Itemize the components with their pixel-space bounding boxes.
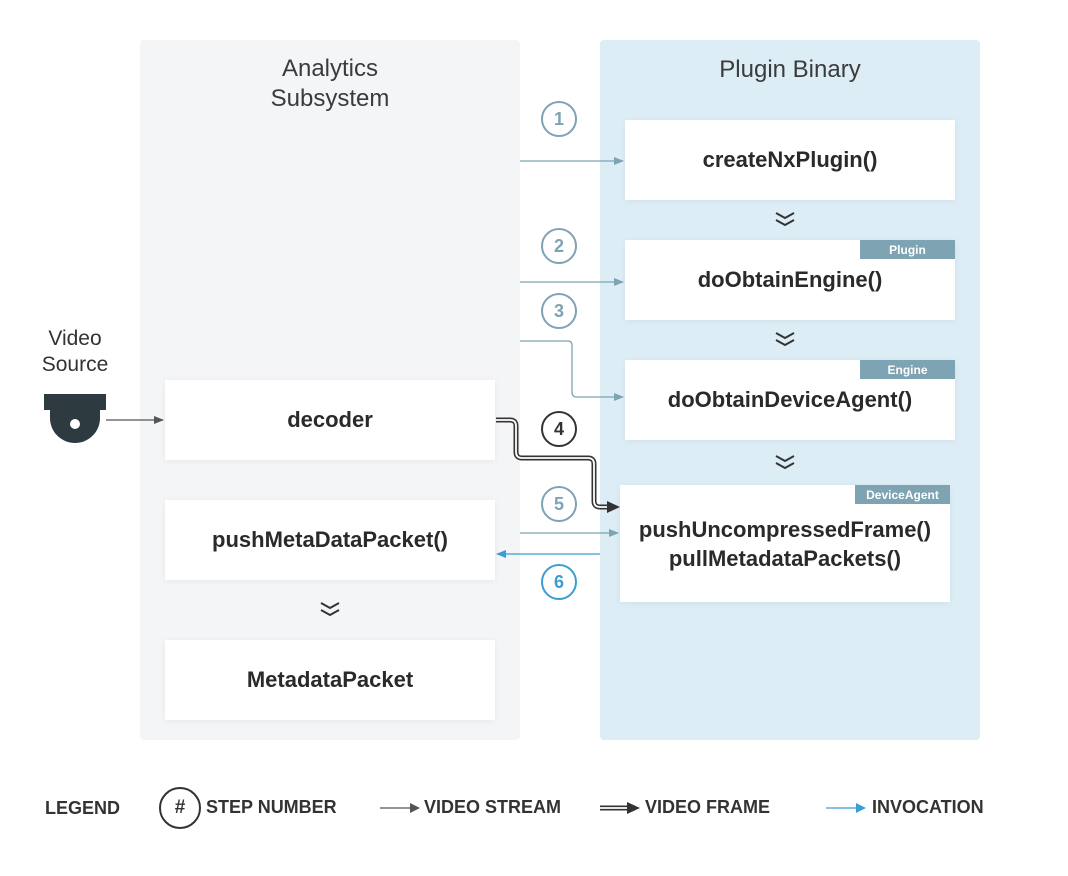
pull-metadata-packets-label: pullMetadataPackets()	[668, 545, 902, 571]
legend-title: LEGEND	[45, 798, 121, 818]
step-1-badge: 1	[541, 101, 577, 137]
panel-title-plugin-binary: Plugin Binary	[719, 56, 861, 83]
step-5-badge: 5	[541, 486, 577, 522]
panel-title-analytics: Analytics	[281, 55, 379, 82]
legend-step-number: STEP NUMBER	[206, 797, 337, 817]
chevron-down-icon	[775, 455, 795, 470]
legend-video-frame-icon	[600, 802, 640, 814]
device-agent-tag: DeviceAgent	[855, 485, 950, 504]
step-3-badge: 3	[541, 293, 577, 329]
push-metadata-packet-box: pushMetaDataPacket()	[165, 500, 495, 580]
chevron-down-icon	[320, 602, 340, 617]
legend-video-frame: VIDEO FRAME	[645, 797, 771, 817]
push-uncompressed-frame-label: pushUncompressedFrame()	[638, 516, 932, 542]
device-agent-methods-box: pushUncompressedFrame() pullMetadataPack…	[620, 485, 950, 602]
video-source-line1: Video	[48, 327, 102, 350]
legend-video-stream-icon	[380, 803, 420, 813]
do-obtain-engine-box: doObtainEngine()	[625, 240, 955, 320]
legend-video-stream: VIDEO STREAM	[424, 797, 562, 817]
engine-tag: Engine	[860, 360, 955, 379]
legend-invocation: INVOCATION	[872, 797, 984, 817]
plugin-tag: Plugin	[860, 240, 955, 259]
create-nx-plugin-box: createNxPlugin()	[625, 120, 955, 200]
chevron-down-icon	[775, 212, 795, 227]
legend-step-symbol: #	[159, 787, 201, 829]
chevron-down-icon	[775, 332, 795, 347]
legend-invocation-icon	[826, 803, 866, 813]
step-4-badge: 4	[541, 411, 577, 447]
video-source-label: Video Source	[35, 326, 115, 378]
decoder-box: decoder	[165, 380, 495, 460]
camera-icon	[44, 394, 106, 443]
step-2-badge: 2	[541, 228, 577, 264]
panel-title-subsystem: Subsystem	[270, 85, 390, 112]
video-source-line2: Source	[41, 353, 109, 376]
metadata-packet-box: MetadataPacket	[165, 640, 495, 720]
step-6-badge: 6	[541, 564, 577, 600]
